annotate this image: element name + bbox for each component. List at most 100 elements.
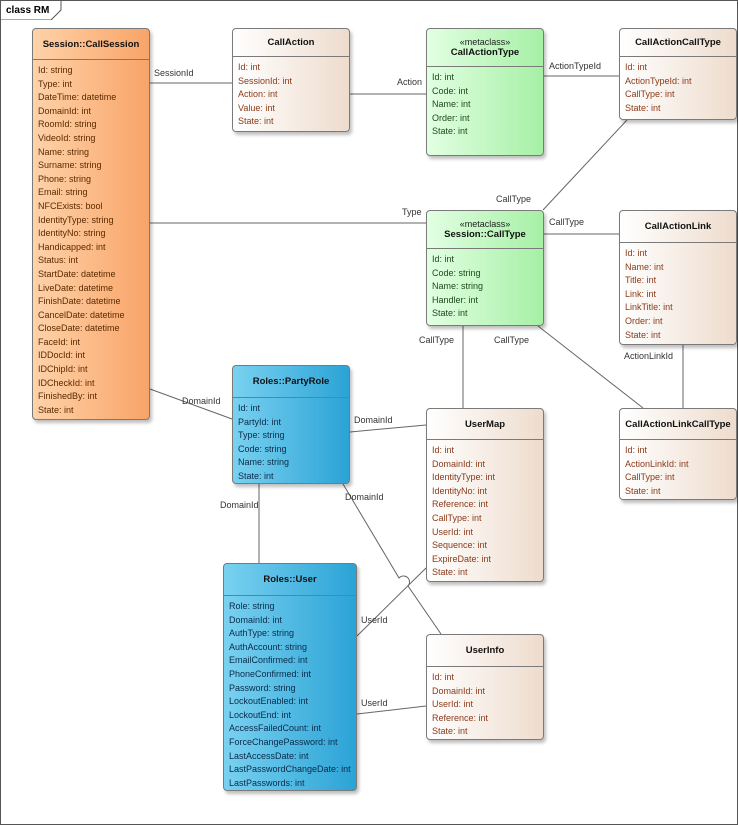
attribute: AuthAccount: string [229, 641, 308, 652]
frame-title: class RM [6, 5, 50, 16]
attribute: State: int [625, 102, 661, 113]
attribute: FinishDate: datetime [38, 296, 121, 307]
attribute: UserId: int [432, 526, 474, 537]
attribute: Name: int [625, 261, 664, 272]
attribute: CancelDate: datetime [38, 309, 125, 320]
attribute: Surname: string [38, 160, 102, 171]
connector-label-action: Action [397, 77, 423, 87]
attribute: Value: int [238, 102, 275, 113]
attribute: UserId: int [432, 699, 474, 710]
connector-partyrole-usermap [349, 424, 427, 433]
attribute: IDChipId: int [38, 364, 88, 375]
attribute: Id: int [238, 403, 261, 413]
connector-callactioncalltype-calltype [542, 119, 628, 211]
attribute: LinkTitle: int [625, 302, 673, 313]
attribute: Sequence: int [432, 540, 488, 551]
attribute: Status: int [38, 255, 79, 266]
attribute: Password: string [229, 682, 296, 693]
class-name: CallActionLink [644, 221, 712, 232]
attribute: IDCheckId: int [38, 377, 95, 388]
attribute: DomainId: int [229, 614, 283, 625]
attribute: State: int [432, 726, 468, 737]
class-name: CallActionCallType [635, 37, 721, 48]
connector-partyrole-userinfo [342, 483, 442, 635]
class-name: Roles::PartyRole [252, 376, 330, 387]
attribute: Reference: int [432, 712, 489, 723]
attribute: State: int [432, 126, 468, 137]
connector-label-calltype-c: CallType [419, 335, 455, 345]
class-name: Session::CallType [444, 229, 526, 240]
attribute: State: int [625, 485, 661, 496]
attribute: AuthType: string [229, 628, 295, 639]
attribute: IdentityNo: int [432, 485, 488, 496]
class-header: Session::CallSession [33, 29, 149, 60]
class-header: CallActionCallType [620, 29, 736, 57]
connector-calltype-callactionlinkcalltype [537, 325, 644, 409]
attribute: Code: int [432, 85, 469, 96]
attribute: EmailConfirmed: int [229, 655, 308, 666]
attribute: LiveDate: datetime [38, 282, 114, 293]
attribute: Name: string [38, 146, 90, 157]
attribute: FaceId: int [38, 336, 81, 347]
class-header: «metaclass»CallActionType [427, 29, 543, 67]
class-header: CallAction [233, 29, 349, 57]
connector-session-partyrole [149, 388, 233, 420]
connector-label-domainid-d: DomainId [220, 500, 259, 510]
class-stereotype: «metaclass» [459, 219, 511, 229]
connector-label-type: Type [402, 207, 422, 217]
attribute: Name: string [238, 457, 290, 468]
class-name: CallAction [267, 37, 315, 48]
class-name: CallActionType [450, 47, 520, 58]
attribute: Code: string [432, 267, 481, 278]
attribute: ActionLinkId: int [625, 458, 689, 469]
attribute: IdentityType: int [432, 472, 496, 483]
attribute: Type: string [238, 430, 285, 441]
class-header: CallActionLinkCallType [620, 409, 736, 440]
class-header: Roles::User [224, 564, 356, 596]
attribute: IDDocId: int [38, 350, 86, 361]
attribute: Title: int [625, 275, 657, 286]
class-header: Roles::PartyRole [233, 366, 349, 398]
attribute: Id: int [432, 254, 455, 264]
connector-label-domainid-c: DomainId [345, 492, 384, 502]
attribute: Handler: int [432, 294, 479, 305]
attribute: State: int [238, 470, 274, 481]
attribute: State: int [38, 404, 74, 415]
attribute: DateTime: datetime [38, 92, 117, 103]
connector-label-actiontypeid: ActionTypeId [549, 61, 602, 71]
attribute: State: int [625, 329, 661, 340]
attribute: DomainId: int [432, 685, 486, 696]
attribute: ForceChangePassword: int [229, 736, 338, 747]
attribute: Action: int [238, 89, 278, 100]
connector-label-userid-b: UserId [361, 698, 388, 708]
connector-label-domainid-b: DomainId [354, 415, 393, 425]
attribute: DomainId: int [38, 105, 92, 116]
attribute: Id: string [38, 65, 73, 75]
attribute: Order: int [432, 112, 470, 123]
class-name: UserMap [464, 418, 506, 430]
attribute: IdentityType: string [38, 214, 114, 225]
attribute: State: int [432, 567, 468, 578]
attribute: Id: int [625, 445, 648, 455]
attribute: ExpireDate: int [432, 553, 492, 564]
connector-label-sessionid: SessionId [154, 68, 194, 78]
